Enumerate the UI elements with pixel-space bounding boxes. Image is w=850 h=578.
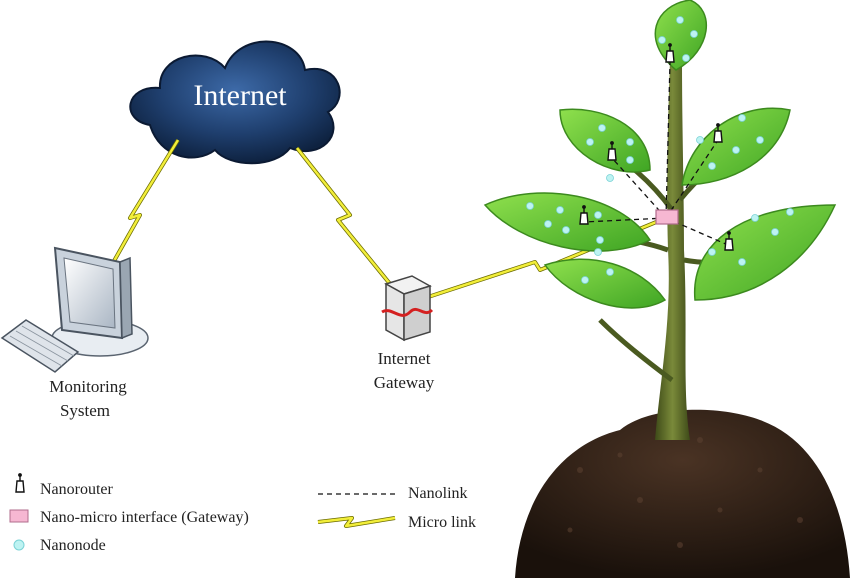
leaf-lower-left <box>543 258 667 309</box>
keyboard <box>0 319 80 373</box>
leaf-top <box>654 0 708 71</box>
plant-stem <box>655 60 690 440</box>
internet-gateway: Internet Gateway <box>374 275 435 392</box>
internet-label: Internet <box>193 79 287 112</box>
nanorouter-icon <box>665 43 675 63</box>
nanonodes <box>526 16 794 284</box>
legend-microlink: Micro link <box>408 514 476 531</box>
legend-interface-icon <box>9 509 29 523</box>
leaf-middle-right <box>693 204 837 301</box>
soil-mound <box>515 409 850 578</box>
nanorouters <box>579 43 734 251</box>
legend: Nanorouter Nano-micro interface (Gateway… <box>9 473 476 554</box>
legend-nanorouter-icon <box>15 473 25 493</box>
internet-cloud: Internet <box>129 40 341 165</box>
leaf-middle-left <box>483 192 652 252</box>
nanorouter-icon <box>579 205 589 225</box>
plant-leaves <box>483 0 837 309</box>
nanorouter-icon <box>713 123 723 143</box>
legend-nanonode: Nanonode <box>40 537 106 554</box>
gateway-label-line1: Internet <box>378 349 431 368</box>
legend-nanorouter: Nanorouter <box>40 481 114 498</box>
monitoring-label-line2: System <box>60 401 110 420</box>
legend-nanolink: Nanolink <box>408 485 468 502</box>
nanorouter-icon <box>724 231 734 251</box>
gateway-label-line2: Gateway <box>374 373 435 392</box>
monitoring-label-line1: Monitoring <box>49 377 127 396</box>
nanorouter-icon <box>607 141 617 161</box>
micro-link-cloud-gateway <box>295 146 397 292</box>
micro-links <box>90 138 667 301</box>
legend-interface: Nano-micro interface (Gateway) <box>40 509 249 526</box>
leaf-upper-left <box>559 108 651 173</box>
monitoring-system: Monitoring System <box>0 246 149 420</box>
nano-micro-interface <box>655 209 679 225</box>
legend-nanonode-icon <box>13 539 25 551</box>
